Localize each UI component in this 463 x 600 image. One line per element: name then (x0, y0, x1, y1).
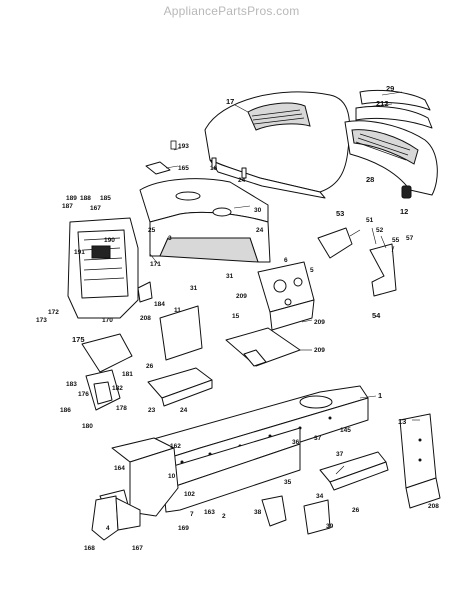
label-31-right: 31 (226, 273, 234, 280)
label-36: 36 (292, 439, 300, 446)
label-145: 145 (340, 427, 351, 434)
label-11: 11 (174, 307, 181, 314)
label-212: 212 (376, 99, 389, 108)
label-39: 39 (326, 523, 334, 530)
label-23: 23 (148, 407, 156, 414)
label-167: 167 (90, 205, 101, 212)
label-5: 5 (310, 267, 314, 274)
label-171: 171 (150, 261, 161, 268)
label-10: 10 (168, 473, 176, 480)
hitch-part[interactable] (91, 495, 141, 541)
label-57: 57 (406, 235, 414, 242)
label-54: 54 (372, 311, 381, 320)
label-180: 180 (82, 423, 93, 430)
label-37-a: 37 (314, 435, 322, 442)
label-170: 170 (102, 317, 113, 324)
watermark-text: AppliancePartsPros.com (163, 4, 300, 18)
label-189: 189 (66, 195, 77, 202)
label-188: 188 (80, 195, 91, 202)
label-13: 13 (398, 417, 406, 426)
label-209-a: 209 (236, 293, 247, 300)
label-24-top: 24 (238, 177, 246, 184)
label-186: 186 (60, 407, 71, 414)
label-209-c: 209 (314, 347, 325, 354)
label-167-bottom: 167 (132, 545, 143, 552)
pedal-assembly-part[interactable] (81, 333, 133, 411)
headlight-part[interactable] (401, 185, 412, 199)
label-102: 102 (184, 491, 195, 498)
part-labels: 29 212 17 28 12 193 165 16 24 30 24 189 … (36, 84, 439, 552)
label-55: 55 (392, 237, 400, 244)
label-16: 16 (210, 165, 218, 172)
label-165: 165 (178, 165, 189, 172)
label-26-left: 26 (146, 363, 154, 370)
label-175: 175 (72, 335, 85, 344)
label-30: 30 (254, 207, 262, 214)
label-38: 38 (254, 509, 262, 516)
label-12: 12 (400, 207, 408, 216)
label-15: 15 (232, 313, 240, 320)
bracket-55[interactable] (369, 243, 397, 297)
label-3: 3 (168, 235, 172, 242)
label-162: 162 (170, 443, 181, 450)
dash-panel-part[interactable] (139, 178, 271, 263)
label-24-mid: 24 (180, 407, 188, 414)
label-176: 176 (78, 391, 89, 398)
label-190: 190 (104, 237, 115, 244)
label-163: 163 (204, 509, 215, 516)
label-187: 187 (62, 203, 73, 210)
label-191: 191 (74, 249, 85, 256)
footrest-part[interactable] (319, 451, 389, 491)
bolt-193[interactable] (170, 140, 177, 150)
bracket-38[interactable] (261, 495, 287, 527)
grille-part[interactable] (344, 89, 438, 196)
bracket-184[interactable] (137, 281, 153, 303)
label-24-right: 24 (256, 227, 264, 234)
hood-part[interactable] (204, 91, 351, 199)
label-164: 164 (114, 465, 125, 472)
front-panel-part[interactable] (67, 217, 139, 319)
label-4: 4 (106, 525, 110, 532)
battery-part[interactable] (257, 261, 315, 331)
label-35: 35 (284, 479, 292, 486)
label-26-right: 26 (352, 507, 360, 514)
bracket-53[interactable] (317, 227, 353, 259)
cover-plate-part[interactable] (145, 161, 171, 175)
label-173: 173 (36, 317, 47, 324)
label-31-left: 31 (190, 285, 198, 292)
label-183: 183 (66, 381, 77, 388)
label-208-rear: 208 (428, 503, 439, 510)
rear-panel-part[interactable] (399, 413, 441, 509)
label-193: 193 (178, 143, 189, 150)
label-168: 168 (84, 545, 95, 552)
label-169: 169 (178, 525, 189, 532)
label-25: 25 (148, 227, 156, 234)
label-29: 29 (386, 84, 394, 93)
label-7: 7 (190, 511, 194, 518)
label-28: 28 (366, 175, 374, 184)
label-52: 52 (376, 227, 384, 234)
bracket-39[interactable] (303, 499, 331, 535)
label-37-b: 37 (336, 451, 344, 458)
label-178: 178 (116, 405, 127, 412)
label-1: 1 (378, 391, 382, 400)
label-208: 208 (140, 315, 151, 322)
leader-lines (149, 91, 420, 475)
deck-plate-part[interactable] (147, 367, 213, 407)
label-181: 181 (122, 371, 133, 378)
label-51: 51 (366, 217, 374, 224)
label-2: 2 (222, 513, 226, 520)
label-184: 184 (154, 301, 165, 308)
label-17: 17 (226, 97, 234, 106)
seat-bracket-part[interactable] (225, 327, 301, 367)
label-6: 6 (284, 257, 288, 264)
label-172: 172 (48, 309, 59, 316)
label-182: 182 (112, 385, 123, 392)
label-185: 185 (100, 195, 111, 202)
label-53: 53 (336, 209, 344, 218)
label-34: 34 (316, 493, 324, 500)
side-plate-part[interactable] (159, 305, 203, 361)
label-209-b: 209 (314, 319, 325, 326)
